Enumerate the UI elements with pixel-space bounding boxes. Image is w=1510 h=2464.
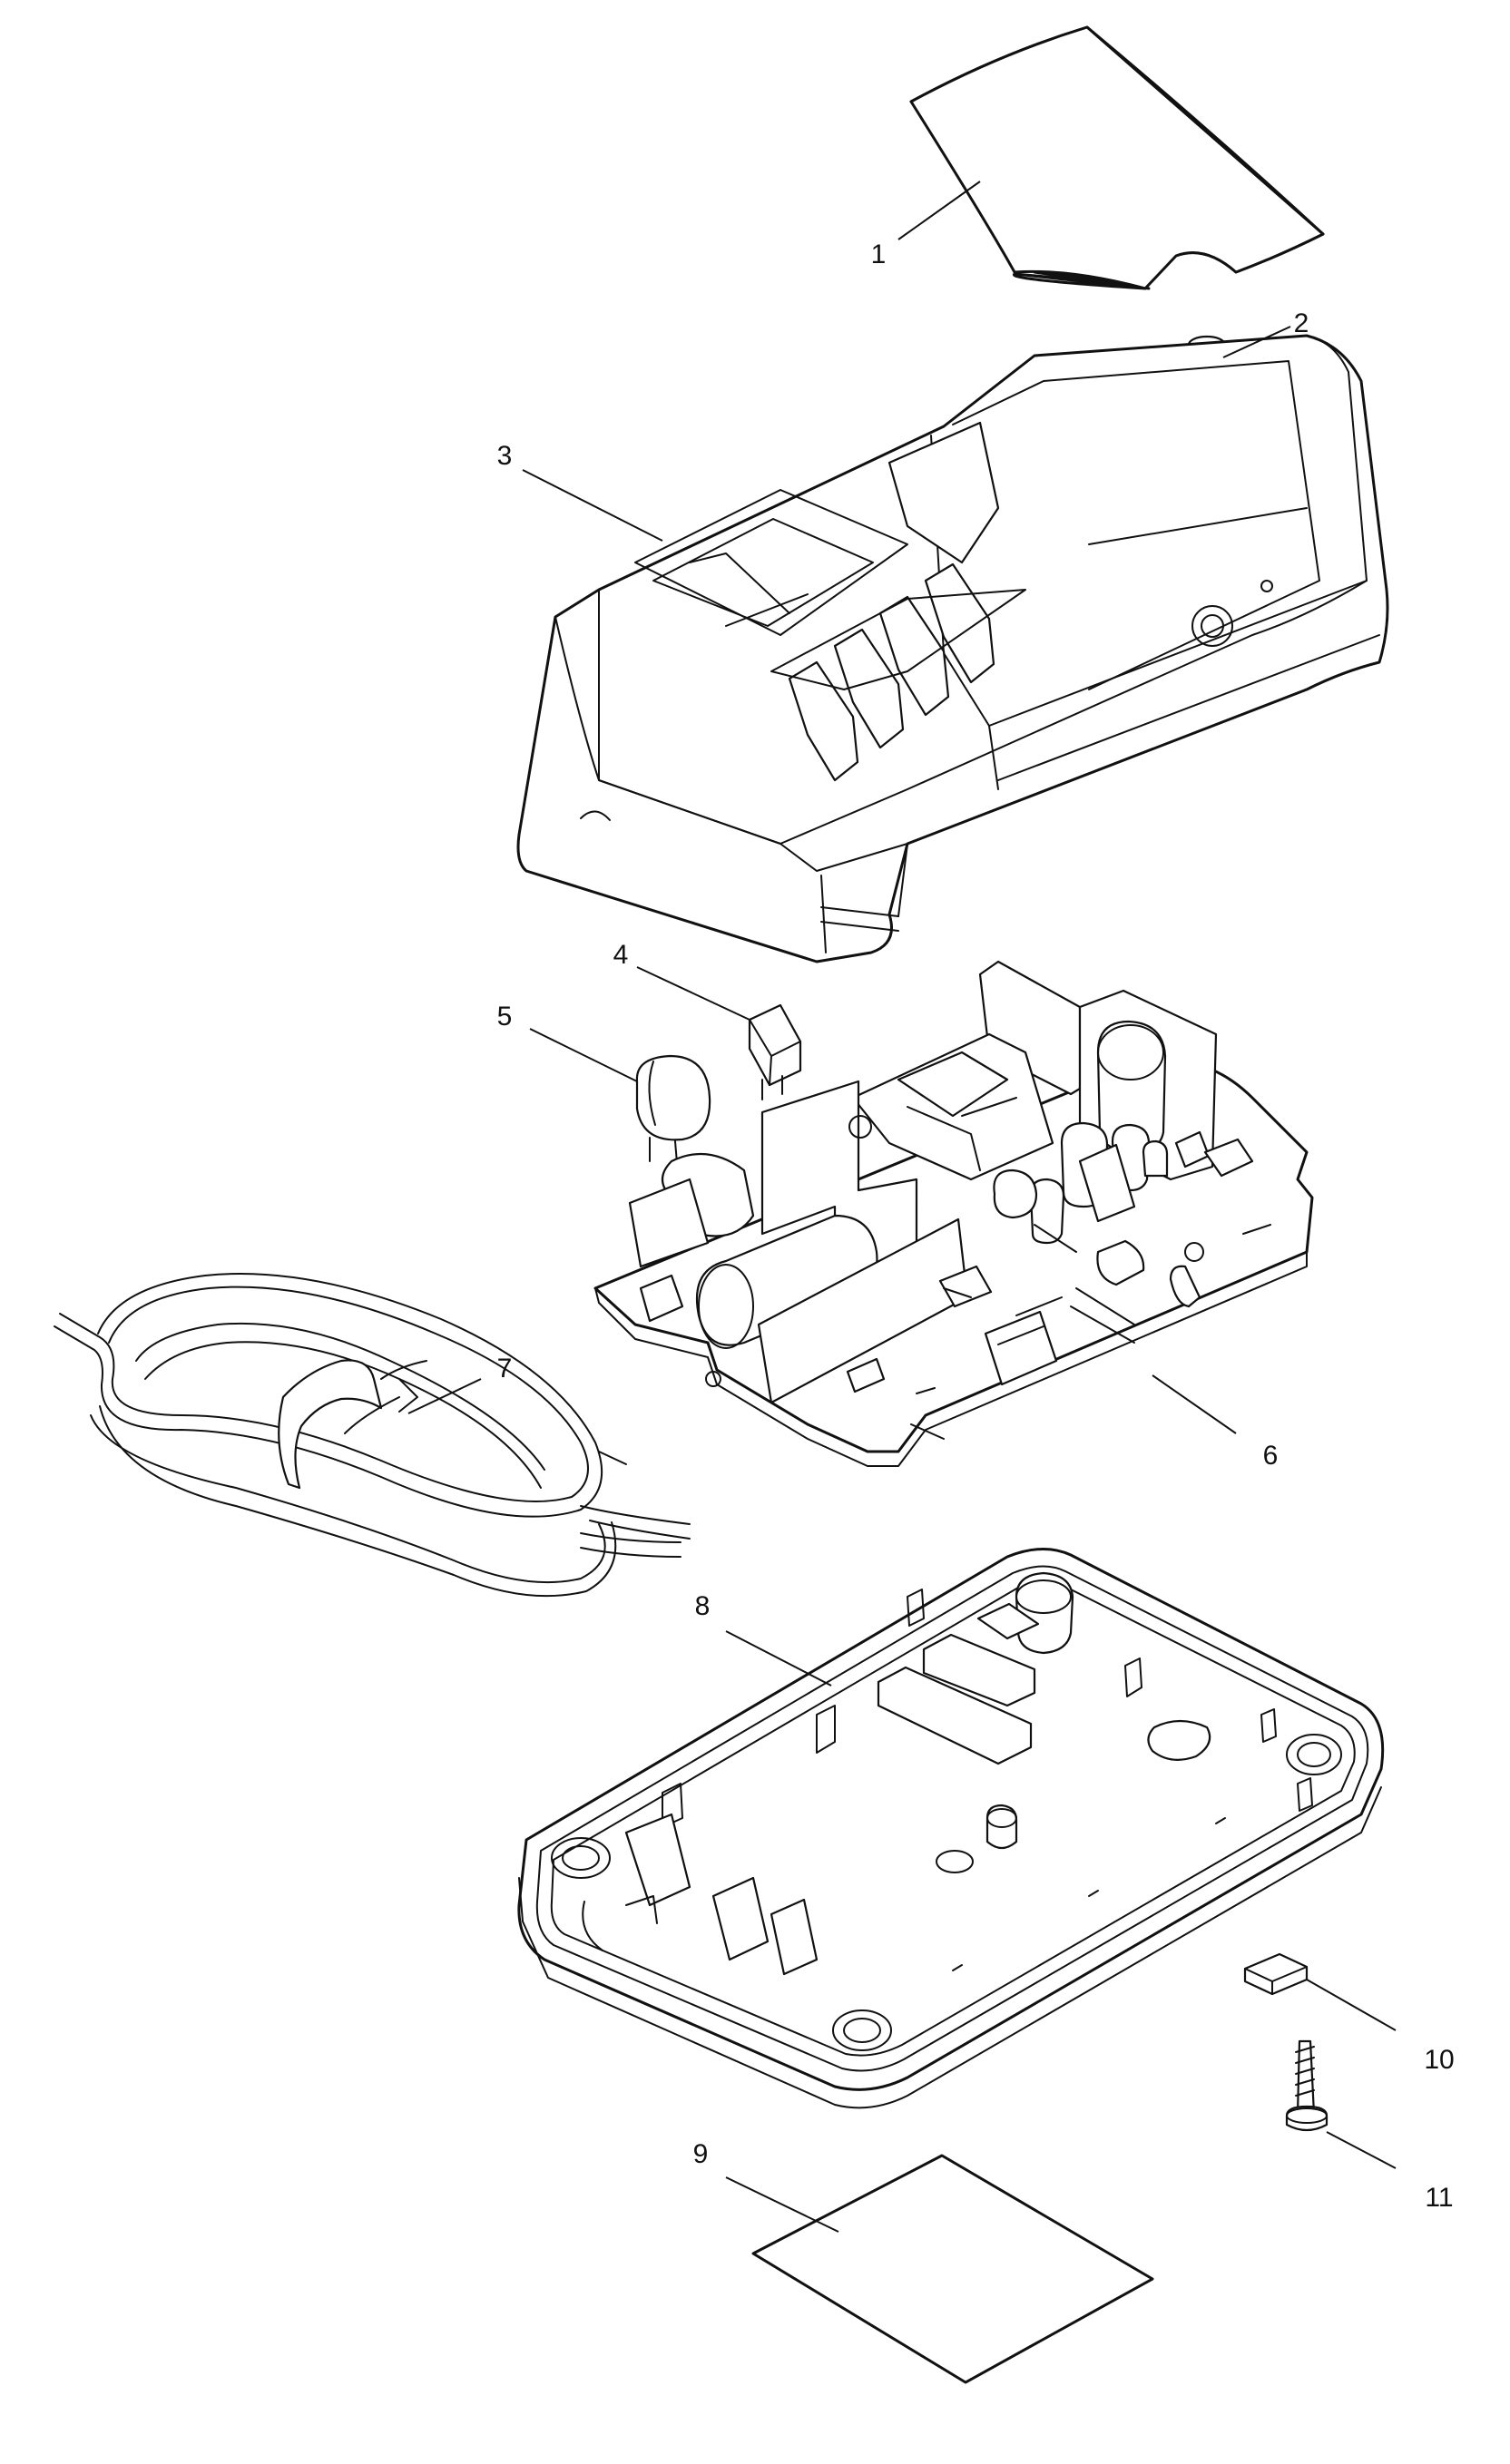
leader-11: [1326, 2131, 1397, 2169]
leader-lines: [407, 181, 1397, 2233]
leader-5: [529, 1028, 638, 1082]
part-6-circuit-board: [593, 960, 1314, 1467]
callout-6: 6: [1263, 1441, 1279, 1471]
leader-1: [897, 181, 981, 240]
leader-3: [522, 469, 663, 542]
leader-8: [725, 1630, 832, 1687]
part-3-top-housing: [516, 334, 1389, 963]
part-9-bottom-label: [751, 2154, 1154, 2384]
part-8-bottom-case: [517, 1547, 1385, 2109]
part-11-screw: [1285, 2039, 1329, 2132]
callout-10: 10: [1424, 2045, 1454, 2075]
callout-1: 1: [871, 240, 887, 269]
part-4-capacitor: [748, 1003, 802, 1100]
leader-2: [1222, 326, 1291, 358]
part-7-cable-bundle: [54, 1273, 691, 1598]
leader-7: [407, 1378, 482, 1414]
leader-4: [636, 966, 750, 1021]
callout-4: 4: [613, 940, 629, 970]
leader-6: [1152, 1374, 1237, 1434]
part-1-label-plate: [909, 25, 1325, 290]
leader-10: [1306, 1979, 1397, 2031]
callout-9: 9: [693, 2139, 709, 2169]
part-5-varistor: [635, 1054, 711, 1164]
leader-9: [725, 2176, 839, 2233]
callout-numbers: 1 2 3 4 5 6 7 8 9 10 11: [497, 240, 1455, 2213]
part-10-rubber-foot: [1243, 1952, 1309, 1996]
callout-7: 7: [497, 1354, 513, 1384]
callout-11: 11: [1425, 2183, 1453, 2213]
callout-8: 8: [695, 1591, 711, 1621]
callout-5: 5: [497, 1002, 513, 1032]
callout-3: 3: [497, 441, 513, 471]
callout-2: 2: [1294, 308, 1309, 338]
